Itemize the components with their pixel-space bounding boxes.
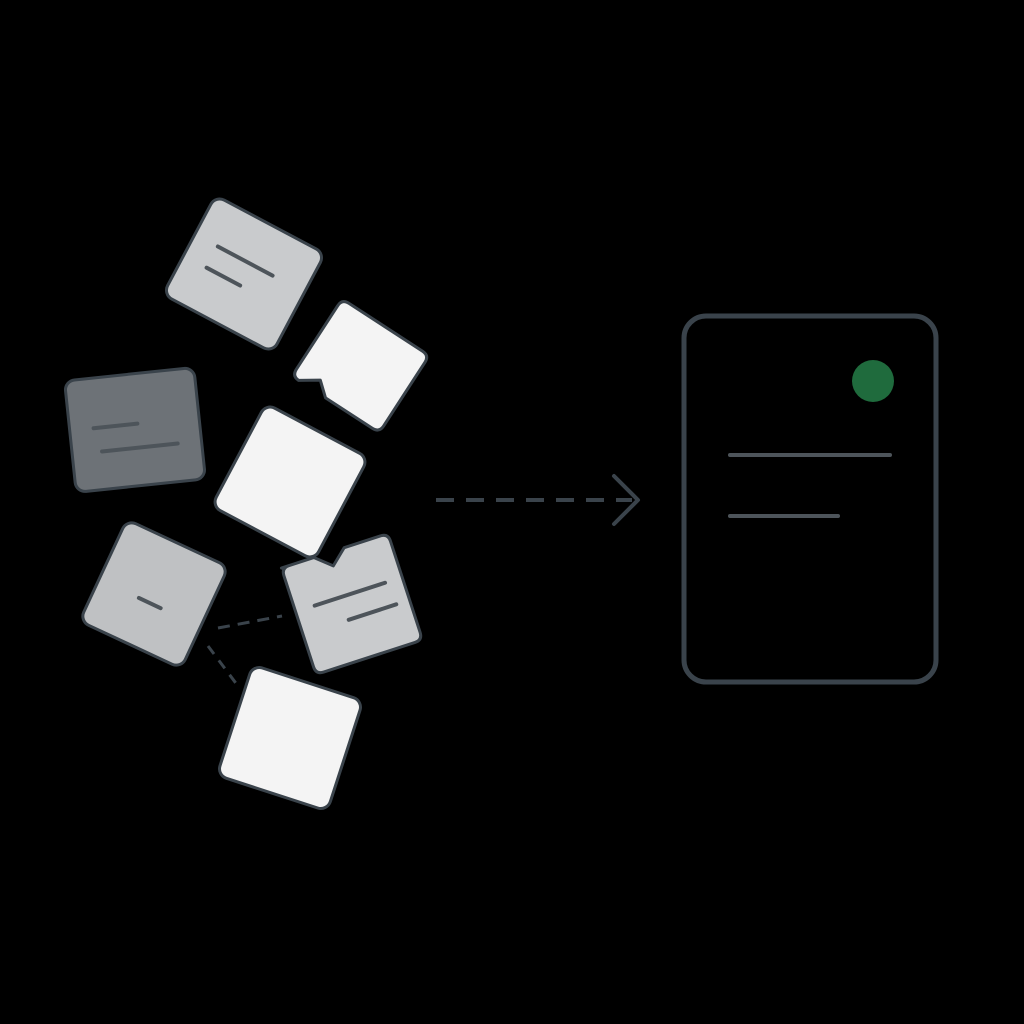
connector-line (206, 645, 240, 687)
result-document (681, 313, 939, 685)
flow-arrow (436, 474, 640, 526)
card-top-right-blank (293, 300, 429, 432)
connector-line (217, 614, 283, 630)
card-body (279, 533, 423, 675)
card-body (63, 366, 207, 493)
card-body (81, 521, 227, 667)
card-body (293, 300, 429, 432)
card-top-lines (164, 197, 324, 351)
card-body (164, 197, 324, 351)
card-body (218, 666, 362, 810)
status-dot-icon (852, 360, 894, 402)
arrow-head-icon (612, 474, 640, 526)
card-left-dark (63, 366, 207, 493)
card-lower-left-dash (81, 521, 227, 667)
card-body (213, 405, 367, 559)
card-text-line (100, 441, 180, 454)
card-text-line (215, 244, 275, 278)
card-connectors (206, 614, 283, 687)
card-bottom-blank (218, 666, 362, 810)
document-frame (681, 313, 939, 685)
card-text-line (136, 595, 163, 611)
card-center-blank (213, 405, 367, 559)
card-text-line (312, 580, 388, 608)
card-lower-right-lines (279, 533, 423, 675)
card-text-line (204, 265, 243, 288)
card-text-line (346, 602, 399, 622)
card-text-line (91, 421, 140, 431)
